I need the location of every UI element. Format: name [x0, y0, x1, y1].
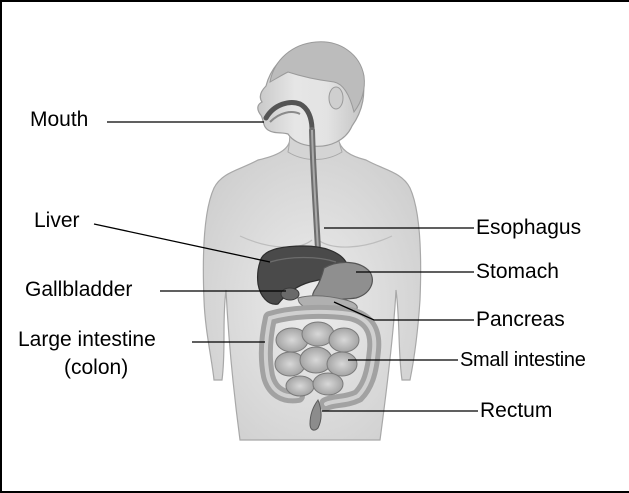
- label-gallbladder: Gallbladder: [25, 278, 132, 302]
- label-large-intestine: Large intestine: [18, 328, 156, 352]
- label-mouth: Mouth: [30, 108, 88, 132]
- label-stomach: Stomach: [476, 260, 559, 284]
- label-rectum: Rectum: [480, 399, 552, 423]
- gallbladder-organ: [281, 288, 299, 300]
- label-pancreas: Pancreas: [476, 308, 565, 332]
- label-liver: Liver: [34, 209, 80, 233]
- label-colon: (colon): [64, 356, 128, 380]
- label-small-intestine: Small intestine: [460, 348, 586, 372]
- label-esophagus: Esophagus: [476, 216, 581, 240]
- ear: [329, 87, 343, 109]
